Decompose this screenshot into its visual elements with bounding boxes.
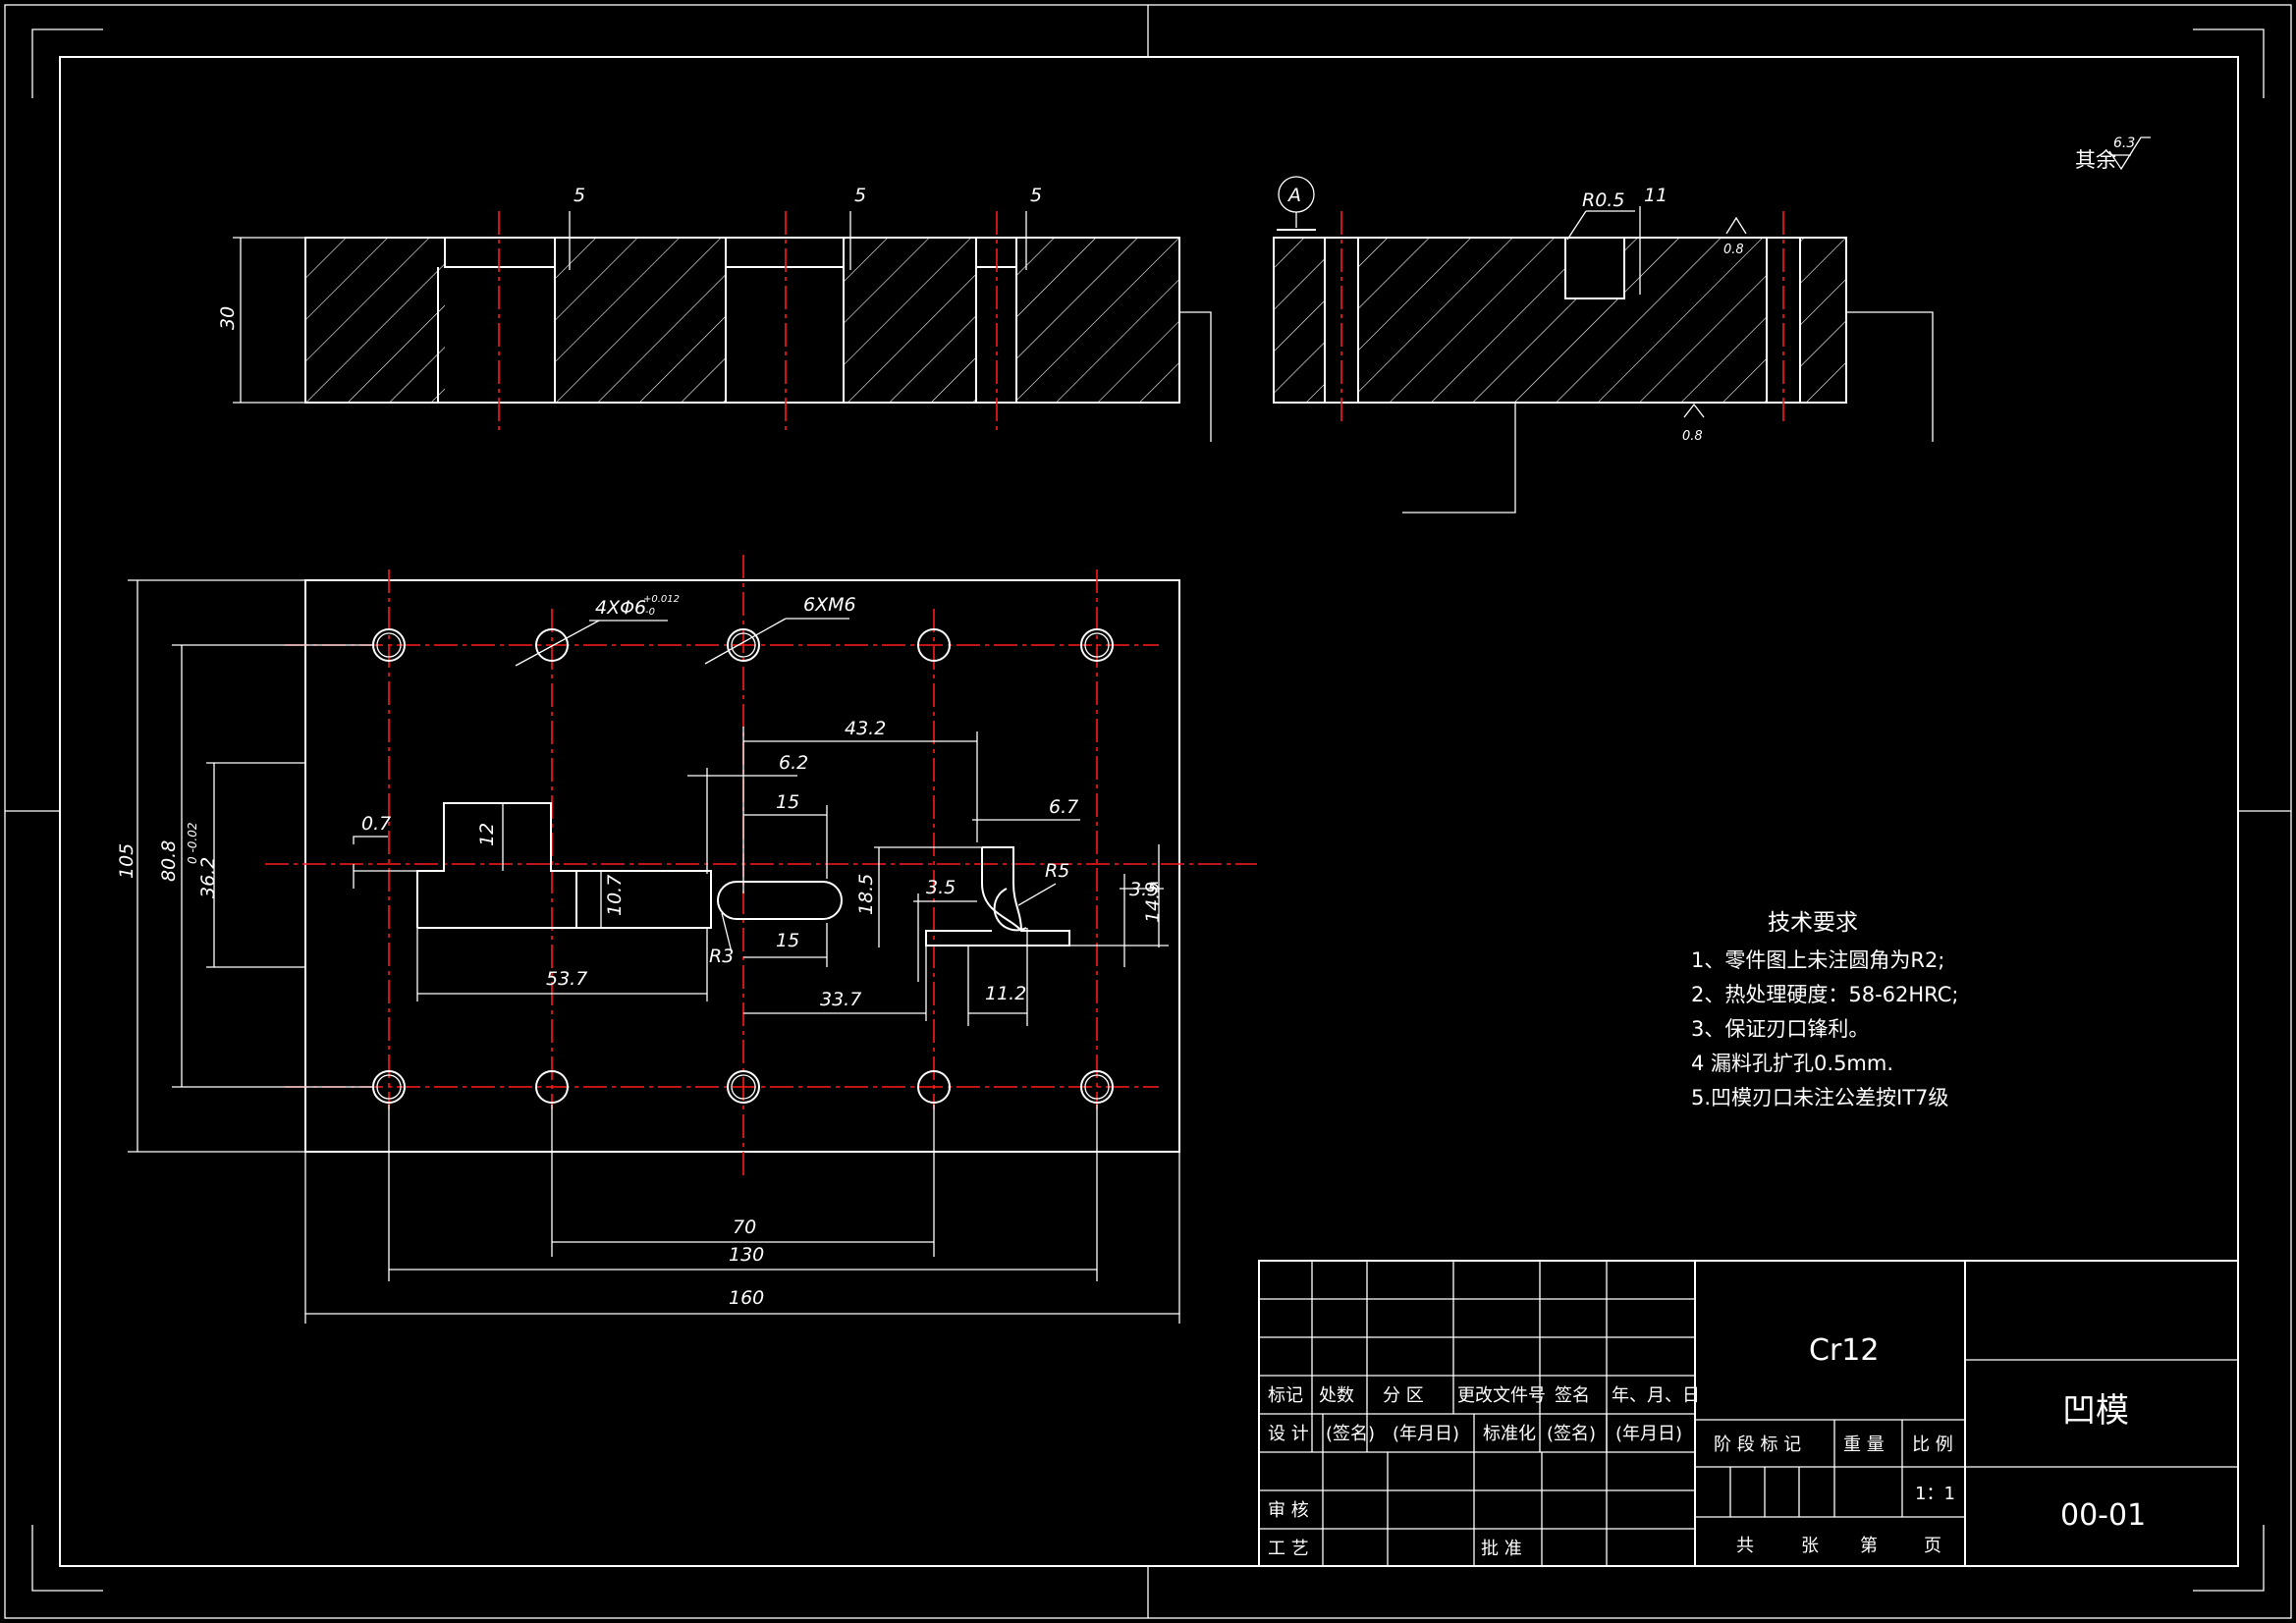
svg-text:R5: R5 [1045, 860, 1069, 882]
svg-text:2、热处理硬度：58-62HRC;: 2、热处理硬度：58-62HRC; [1691, 983, 1958, 1006]
svg-text:14.9: 14.9 [1142, 882, 1164, 923]
svg-text:批 准: 批 准 [1481, 1539, 1522, 1559]
svg-text:(签名): (签名) [1326, 1424, 1375, 1444]
svg-text:(年月日): (年月日) [1615, 1424, 1682, 1444]
svg-text:70: 70 [733, 1217, 756, 1238]
roughness-symbol: 其余 6.3 [2075, 135, 2151, 172]
svg-text:签名: 签名 [1555, 1385, 1590, 1406]
svg-text:18.5: 18.5 [855, 874, 877, 915]
svg-text:00-01: 00-01 [2060, 1498, 2146, 1533]
section-view: 5 5 5 30 [217, 185, 1212, 442]
svg-text:设 计: 设 计 [1268, 1424, 1309, 1444]
svg-text:A: A [1286, 185, 1301, 206]
svg-text:3、保证刃口锋利。: 3、保证刃口锋利。 [1691, 1017, 1869, 1041]
svg-text:30: 30 [217, 306, 239, 330]
svg-text:43.2: 43.2 [845, 718, 886, 739]
svg-text:3.5: 3.5 [1129, 879, 1159, 900]
title-block: 标记 处数 分 区 更改文件号 签名 年、月、日 设 计 (签名) (年月日) … [1258, 1260, 2239, 1567]
svg-text:80.8: 80.8 [158, 840, 180, 882]
tech-requirements: 技术要求 1、零件图上未注圆角为R2; 2、热处理硬度：58-62HRC; 3、… [1691, 910, 1958, 1109]
svg-text:4XΦ6: 4XΦ6 [595, 597, 646, 619]
svg-text:6.3: 6.3 [2113, 135, 2135, 151]
svg-text:1、零件图上未注圆角为R2;: 1、零件图上未注圆角为R2; [1691, 948, 1944, 972]
svg-text:标准化: 标准化 [1483, 1424, 1536, 1444]
svg-text:6.7: 6.7 [1049, 796, 1078, 818]
svg-text:(签名): (签名) [1547, 1424, 1596, 1444]
svg-text:阶 段 标 记: 阶 段 标 记 [1714, 1434, 1801, 1455]
svg-text:+0.012: +0.012 [643, 594, 680, 605]
svg-text:R3: R3 [709, 946, 734, 967]
svg-text:凹模: 凹模 [2062, 1391, 2129, 1431]
svg-text:更改文件号: 更改文件号 [1457, 1385, 1546, 1406]
svg-text:审 核: 审 核 [1268, 1500, 1309, 1521]
svg-text:(年月日): (年月日) [1393, 1424, 1459, 1444]
svg-text:5: 5 [574, 185, 585, 206]
svg-text:15: 15 [776, 930, 799, 951]
sheet-frame [4, 4, 2292, 1619]
svg-text:36.2: 36.2 [197, 857, 219, 898]
svg-text:重 量: 重 量 [1843, 1434, 1885, 1455]
svg-text:33.7: 33.7 [820, 989, 861, 1010]
svg-text:0 -0.02: 0 -0.02 [186, 823, 199, 865]
svg-text:6XM6: 6XM6 [803, 594, 856, 616]
svg-text:比 例: 比 例 [1912, 1434, 1953, 1455]
svg-text:0.8: 0.8 [1682, 429, 1703, 444]
svg-text:标记: 标记 [1268, 1385, 1303, 1406]
svg-text:130: 130 [729, 1244, 764, 1266]
svg-text:10.7: 10.7 [604, 875, 626, 916]
svg-text:53.7: 53.7 [546, 968, 587, 990]
svg-text:1：1: 1：1 [1915, 1484, 1955, 1504]
svg-text:0.7: 0.7 [361, 813, 391, 835]
svg-text:工 艺: 工 艺 [1268, 1539, 1309, 1559]
svg-text:11.2: 11.2 [985, 983, 1026, 1004]
svg-text:年、月、日: 年、月、日 [1612, 1385, 1700, 1406]
svg-text:5.凹模刃口未注公差按IT7级: 5.凹模刃口未注公差按IT7级 [1691, 1086, 1948, 1109]
svg-text:5: 5 [1030, 185, 1042, 206]
svg-text:Cr12: Cr12 [1809, 1333, 1879, 1368]
svg-text:5: 5 [854, 185, 866, 206]
svg-text:12: 12 [476, 823, 498, 846]
svg-text:11: 11 [1644, 185, 1667, 206]
svg-text:分 区: 分 区 [1383, 1385, 1424, 1406]
svg-text:105: 105 [116, 843, 137, 879]
svg-text:6.2: 6.2 [779, 752, 808, 774]
svg-text:页: 页 [1924, 1536, 1941, 1556]
svg-text:R0.5: R0.5 [1582, 189, 1624, 211]
svg-text:160: 160 [729, 1287, 764, 1309]
side-view: A R0.5 11 0.8 0.8 [1273, 176, 1934, 514]
plan-view: 4XΦ6 +0.012 -0 6XM6 43.2 6.2 15 6.7 0.7 [116, 555, 1257, 1324]
svg-text:-0: -0 [645, 607, 655, 618]
svg-text:3.5: 3.5 [926, 877, 956, 898]
svg-text:处数: 处数 [1319, 1385, 1354, 1406]
svg-text:0.8: 0.8 [1723, 243, 1744, 257]
svg-text:4 漏料孔扩孔0.5mm.: 4 漏料孔扩孔0.5mm. [1691, 1052, 1893, 1075]
svg-text:张: 张 [1801, 1536, 1819, 1556]
svg-text:15: 15 [776, 791, 799, 813]
svg-text:技术要求: 技术要求 [1768, 910, 1858, 936]
svg-text:第: 第 [1860, 1536, 1878, 1556]
svg-text:共: 共 [1736, 1536, 1754, 1556]
